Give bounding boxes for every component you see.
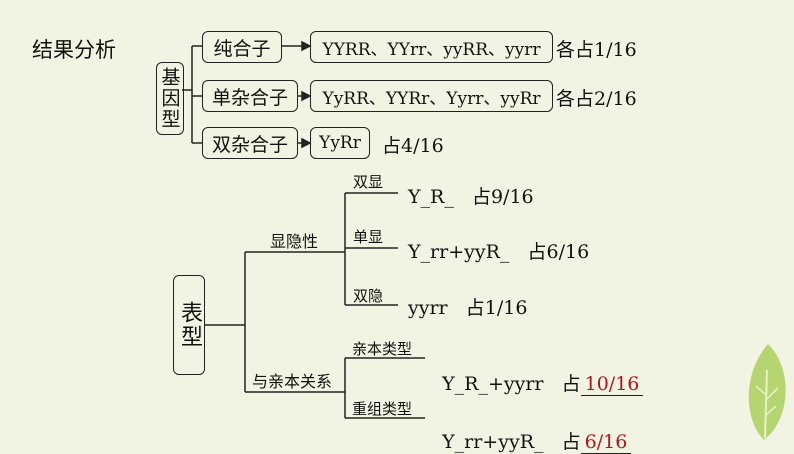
genotype-label: 基因型 xyxy=(156,62,184,135)
genotype-type-single-hetero: 单杂合子 xyxy=(202,80,298,112)
recombinant-type-answer: 6/16 xyxy=(580,431,632,454)
parental-type-answer: 10/16 xyxy=(580,373,644,396)
parental-relation-label: 与亲本关系 xyxy=(252,372,333,391)
genotype-genes-double-hetero: YyRr xyxy=(310,127,370,159)
genotype-type-double-hetero: 双杂合子 xyxy=(202,127,298,159)
single-dominant-label: 单显 xyxy=(353,228,384,246)
recombinant-type-label: 重组类型 xyxy=(352,400,413,418)
double-recessive-label: 双隐 xyxy=(353,287,384,305)
genotype-ratio-single-hetero: 各占2/16 xyxy=(556,88,637,110)
parental-type-text: Y_R_+yyrr 占 xyxy=(442,373,581,395)
recombinant-type-text: Y_rr+yyR_ 占 xyxy=(442,431,581,453)
genotype-genes-single-hetero: YyRR、YYRr、Yyrr、yyRr xyxy=(310,80,553,112)
phenotype-label: 表型 xyxy=(173,275,205,375)
parental-type-label: 亲本类型 xyxy=(352,340,413,358)
genotype-ratio-double-hetero: 占4/16 xyxy=(382,135,444,157)
genotype-genes-homozygous: YYRR、YYrr、yyRR、yyrr xyxy=(310,31,553,63)
single-dominant-text: Y_rr+yyR_ 占6/16 xyxy=(408,241,590,263)
double-recessive-text: yyrr 占1/16 xyxy=(408,297,528,319)
genotype-ratio-homozygous: 各占1/16 xyxy=(556,39,637,61)
section-title: 结果分析 xyxy=(32,38,116,62)
double-dominant-text: Y_R_ 占9/16 xyxy=(408,186,534,208)
leaf-decoration-icon xyxy=(748,344,786,440)
genotype-type-homozygous: 纯合子 xyxy=(202,31,282,63)
dominance-label: 显隐性 xyxy=(270,232,319,251)
double-dominant-label: 双显 xyxy=(353,173,384,191)
